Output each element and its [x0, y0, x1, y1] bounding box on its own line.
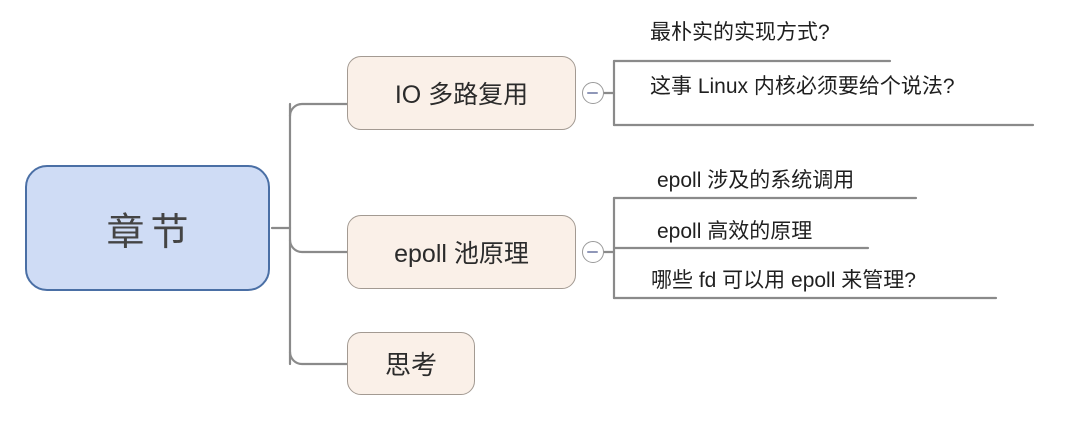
leaf-node-io-child-2[interactable]: 这事 Linux 内核必须要给个说法? — [650, 75, 955, 98]
connector-to-io — [288, 102, 349, 118]
root-node[interactable]: 章节 — [25, 165, 270, 291]
connector-to-epoll — [288, 238, 349, 254]
collapse-minus-icon-io[interactable] — [582, 82, 604, 104]
leaf-node-epoll-child-3[interactable]: 哪些 fd 可以用 epoll 来管理? — [651, 269, 916, 292]
branch-node-think[interactable]: 思考 — [347, 332, 475, 395]
connector-to-think — [288, 350, 349, 366]
collapse-minus-icon-epoll[interactable] — [582, 241, 604, 263]
leaf-node-epoll-child-1[interactable]: epoll 涉及的系统调用 — [657, 169, 855, 192]
leaf-node-epoll-child-2[interactable]: epoll 高效的原理 — [657, 220, 813, 243]
leaf-node-io-child-1[interactable]: 最朴实的实现方式? — [650, 21, 830, 44]
branch-node-epoll[interactable]: epoll 池原理 — [347, 215, 576, 289]
branch-node-io[interactable]: IO 多路复用 — [347, 56, 576, 130]
